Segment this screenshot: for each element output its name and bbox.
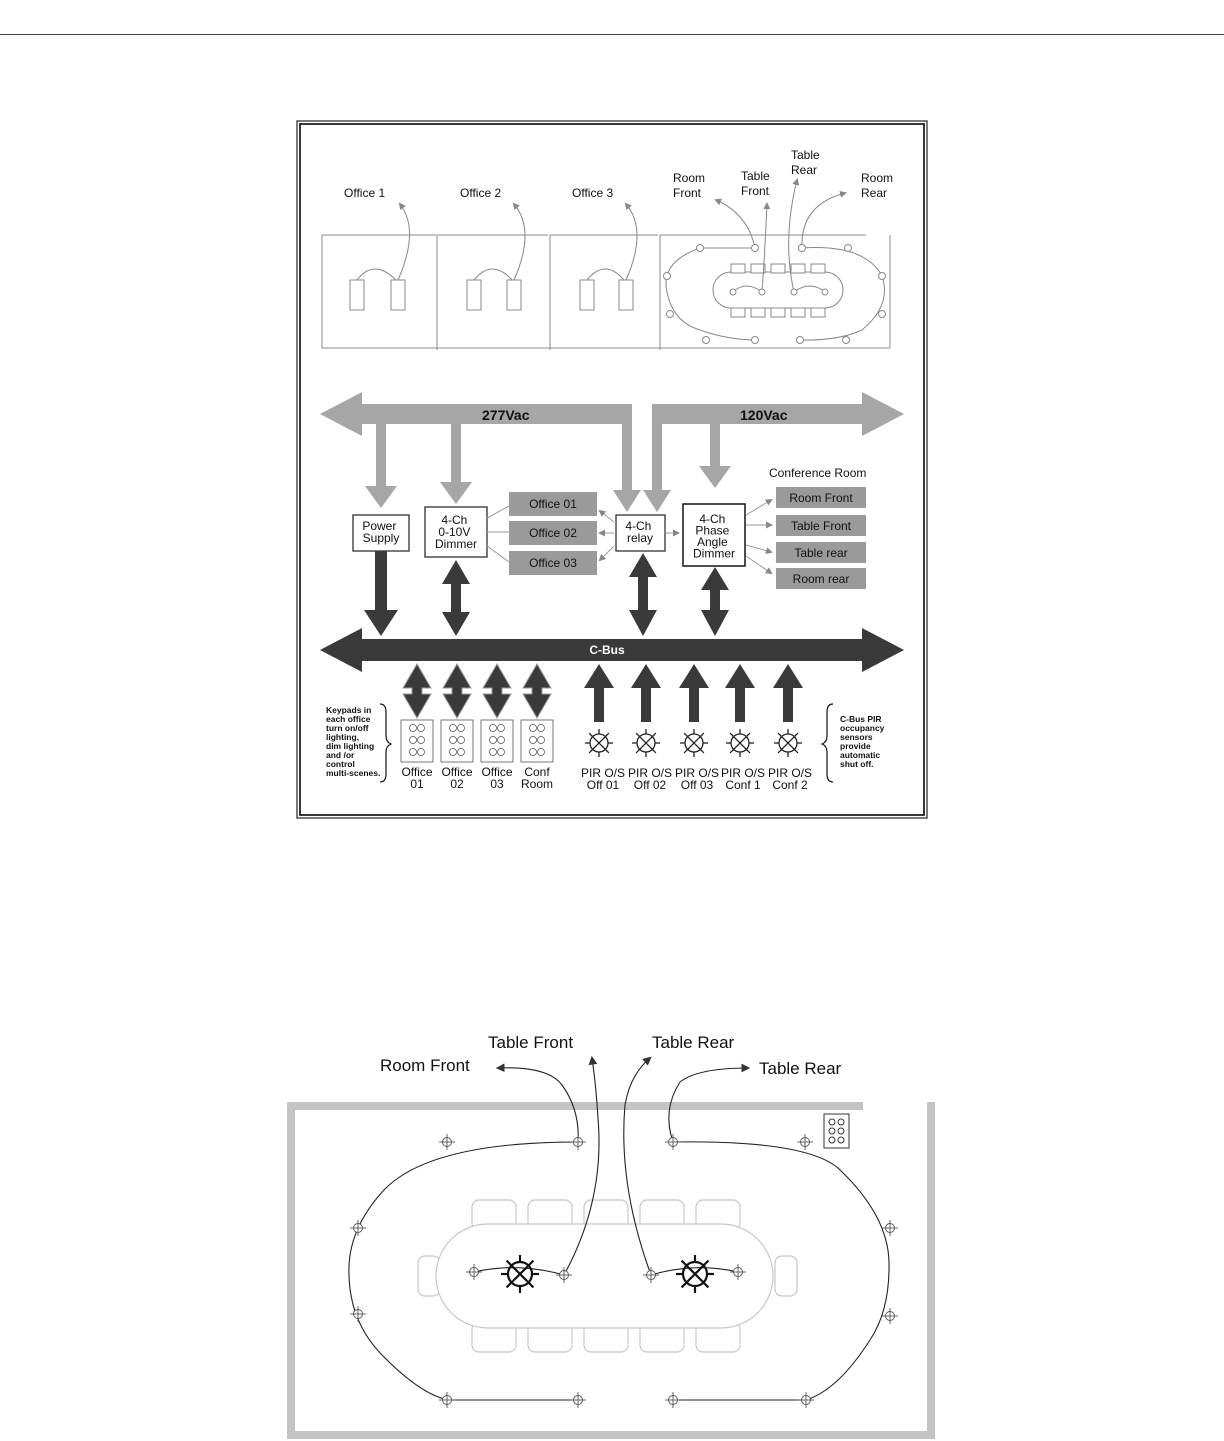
conference-load-boxes: Room Front Table Front Table rear Room r… [745,487,866,589]
bus-277vac-label: 277Vac [482,407,530,423]
device-to-cbus-links [364,551,729,636]
chair [774,1255,798,1297]
pir-sensor-icons [585,729,802,757]
wiring-diagram-panel [296,120,928,819]
floor-plan-fixtures [350,1134,898,1408]
light-fixture-icon [882,1308,898,1324]
office-3-fixtures [579,202,638,311]
floor-plan-pir-icons [501,1255,714,1293]
light-fixture-icon [350,1220,366,1236]
pir-sensor-icon [774,729,802,757]
label-room-front: Room Front [673,171,708,200]
plan-label-table-front: Table Front [488,1033,573,1052]
light-fixture-icon [466,1264,482,1280]
phase-angle-dimmer-box: 4-Ch Phase Angle Dimmer [682,503,746,567]
plan-label-table-rear-1: Table Rear [652,1033,735,1052]
label-room-rear: Room Rear [861,171,896,200]
office-1-fixtures [349,202,410,311]
page-top-rule [0,34,1224,35]
light-fixture-icon [643,1267,659,1283]
c-bus [320,628,904,672]
floor-plan-wiring [348,1055,890,1401]
load-room-rear: Room rear [793,572,850,586]
floor-plan-walls [287,1102,935,1439]
office-2-label: Office 2 [460,186,501,200]
keypad-links [402,663,552,719]
office-plans [321,234,891,350]
keypad-note: Keypads in each office turn on/off light… [326,703,393,783]
svg-text:Power Supply: Power Supply [362,519,399,545]
bus-drops [365,424,731,512]
light-fixture-icon [798,1392,814,1408]
pir-sensor-icon [676,1255,714,1293]
load-office-01: Office 01 [529,497,577,511]
load-table-front: Table Front [791,519,852,533]
office-3-label: Office 3 [572,186,613,200]
conference-room-plan-small [663,178,886,344]
label-table-rear: Table Rear [791,148,823,177]
floor-plan-table-and-chairs [417,1199,798,1353]
pir-links [584,664,803,722]
office-2-fixtures [466,202,526,311]
office-load-boxes: Office 01 Office 02 Office 03 [486,492,615,575]
plan-label-room-front: Room Front [380,1056,470,1075]
pir-sensor-icon [632,729,660,757]
relay-box: 4-Ch relay [615,514,680,552]
load-room-front: Room Front [789,491,853,505]
light-fixture-icon [665,1134,681,1150]
conference-zone-labels: Room Front Table Front Table Rear Room R… [673,148,896,200]
label-table-front: Table Front [741,169,773,198]
c-bus-label: C-Bus [589,643,625,657]
light-fixture-icon [730,1264,746,1280]
light-fixture-icon [439,1134,455,1150]
load-table-rear: Table rear [794,546,847,560]
conference-room-title: Conference Room [769,466,866,480]
light-fixture-icon [556,1267,572,1283]
light-fixture-icon [439,1392,455,1408]
pir-sensor-icon [585,729,613,757]
load-office-02: Office 02 [529,526,577,540]
light-fixture-icon [350,1306,366,1322]
pir-sensor-icon [680,729,708,757]
bus-277vac [320,392,632,436]
load-office-03: Office 03 [529,556,577,570]
pir-note: C-Bus PIR occupancy sensors provide auto… [820,703,887,783]
svg-text:4-Ch relay: 4-Ch relay [625,519,654,545]
pir-sensor-icon [501,1255,539,1293]
light-fixture-icon [882,1220,898,1236]
pir-sensor-icon [726,729,754,757]
office-1-label: Office 1 [344,186,385,200]
svg-text:C-Bus PIR occupancy: C-Bus PIR occupancy sensors provide auto… [840,714,887,769]
light-fixture-icon [570,1392,586,1408]
dimmer-0-10v-box: 4-Ch 0-10V Dimmer [424,506,488,558]
light-fixture-icon [797,1134,813,1150]
bus-120vac-label: 120Vac [740,407,788,423]
svg-text:4-Ch Phase Angle: 4-Ch Phase Angle Dimmer [693,512,735,561]
keypad-icons [400,719,554,763]
floor-plan-keypad [823,1113,850,1149]
light-fixture-icon [570,1134,586,1150]
svg-text:4-Ch 0-10V Dimmer: 4-Ch 0-10V Dimmer [435,513,477,551]
power-supply-box: Power Supply [352,514,410,552]
light-fixture-icon [665,1392,681,1408]
bus-120vac [652,392,904,436]
svg-text:Keypads in each office: Keypads in each office turn on/off light… [326,705,380,778]
plan-label-table-rear-2: Table Rear [759,1059,842,1078]
